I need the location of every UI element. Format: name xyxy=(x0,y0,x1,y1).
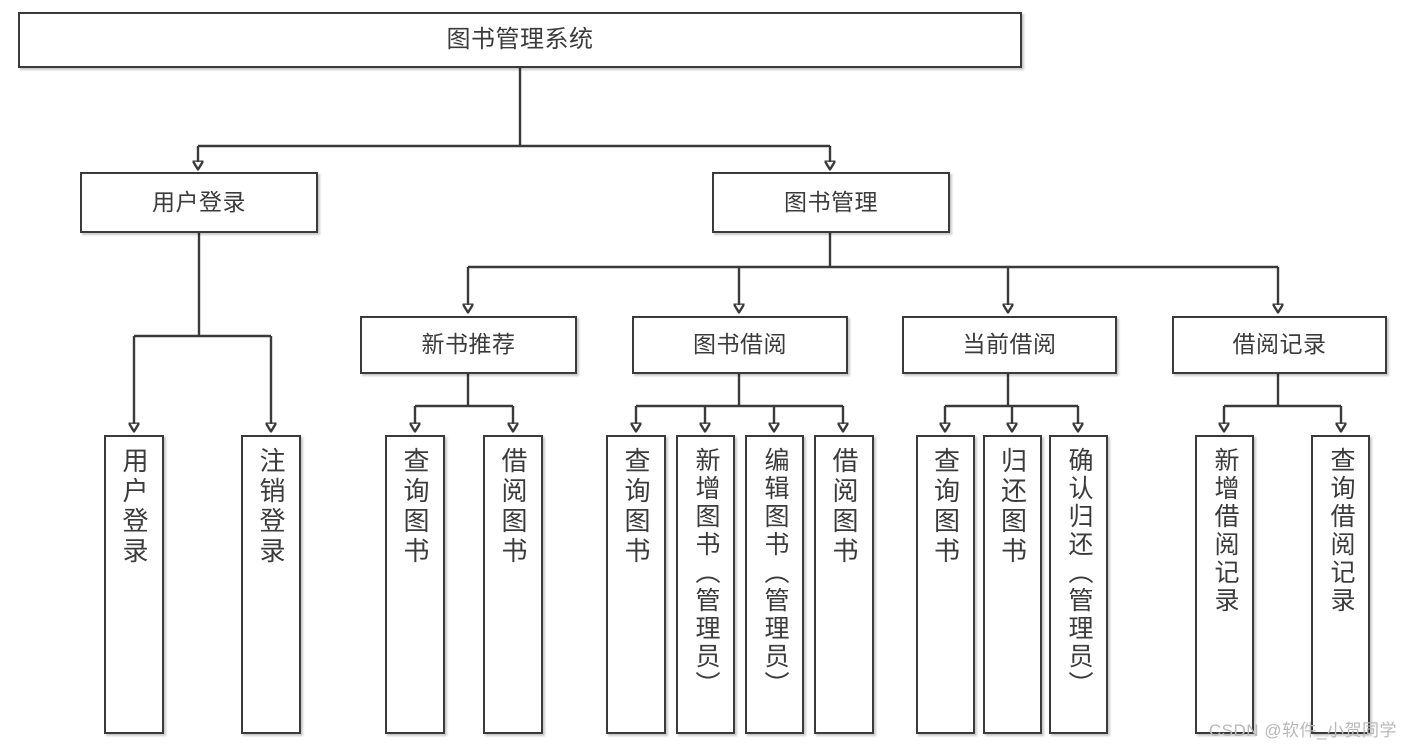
node-user-login[interactable]: 用户登录 xyxy=(80,172,318,233)
node-book-management[interactable]: 图书管理 xyxy=(712,172,950,233)
leaf-edit-book-admin[interactable]: 编辑图书（管理员） xyxy=(745,435,804,734)
node-label: 查询图书 xyxy=(930,447,961,567)
watermark-text: CSDN @软件_小贺同学 xyxy=(1208,721,1397,740)
leaf-query-borrow-record[interactable]: 查询借阅记录 xyxy=(1311,435,1370,734)
leaf-return-book[interactable]: 归还图书 xyxy=(983,435,1042,734)
node-label: 查询图书 xyxy=(621,447,651,567)
node-root-system[interactable]: 图书管理系统 xyxy=(18,12,1022,68)
leaf-add-book-admin[interactable]: 新增图书（管理员） xyxy=(676,435,735,734)
node-label: 借阅图书 xyxy=(498,447,528,567)
leaf-query-book-current[interactable]: 查询图书 xyxy=(916,435,975,734)
node-label: 图书管理系统 xyxy=(446,25,594,53)
node-label: 新书推荐 xyxy=(421,331,516,358)
node-label: 借阅记录 xyxy=(1232,331,1327,358)
leaf-borrow-book[interactable]: 借阅图书 xyxy=(814,435,874,734)
node-label: 注销登录 xyxy=(256,447,286,567)
leaf-confirm-return-admin[interactable]: 确认归还（管理员） xyxy=(1049,435,1108,734)
node-label: 借阅图书 xyxy=(829,447,859,567)
leaf-user-logout[interactable]: 注销登录 xyxy=(241,435,301,734)
node-current-borrow[interactable]: 当前借阅 xyxy=(902,316,1117,374)
node-label: 查询借阅记录 xyxy=(1327,447,1355,615)
leaf-query-book-recommend[interactable]: 查询图书 xyxy=(385,435,445,734)
node-label: 新增借阅记录 xyxy=(1211,447,1239,615)
node-label: 确认归还（管理员） xyxy=(1065,447,1093,699)
node-label: 图书管理 xyxy=(784,188,878,215)
leaf-add-borrow-record[interactable]: 新增借阅记录 xyxy=(1195,435,1254,734)
node-book-borrow[interactable]: 图书借阅 xyxy=(632,316,848,374)
leaf-user-login[interactable]: 用户登录 xyxy=(104,435,164,734)
leaf-borrow-book-recommend[interactable]: 借阅图书 xyxy=(483,435,543,734)
node-label: 图书借阅 xyxy=(693,331,787,358)
node-label: 编辑图书（管理员） xyxy=(761,447,789,699)
node-new-book-recommend[interactable]: 新书推荐 xyxy=(360,316,577,374)
leaf-query-book-borrow[interactable]: 查询图书 xyxy=(606,435,666,734)
node-label: 用户登录 xyxy=(119,447,149,567)
node-label: 查询图书 xyxy=(400,447,430,567)
node-label: 归还图书 xyxy=(997,447,1028,567)
node-label: 用户登录 xyxy=(152,188,246,215)
node-label: 新增图书（管理员） xyxy=(692,447,720,699)
node-borrow-record[interactable]: 借阅记录 xyxy=(1172,316,1387,374)
node-label: 当前借阅 xyxy=(962,331,1057,358)
